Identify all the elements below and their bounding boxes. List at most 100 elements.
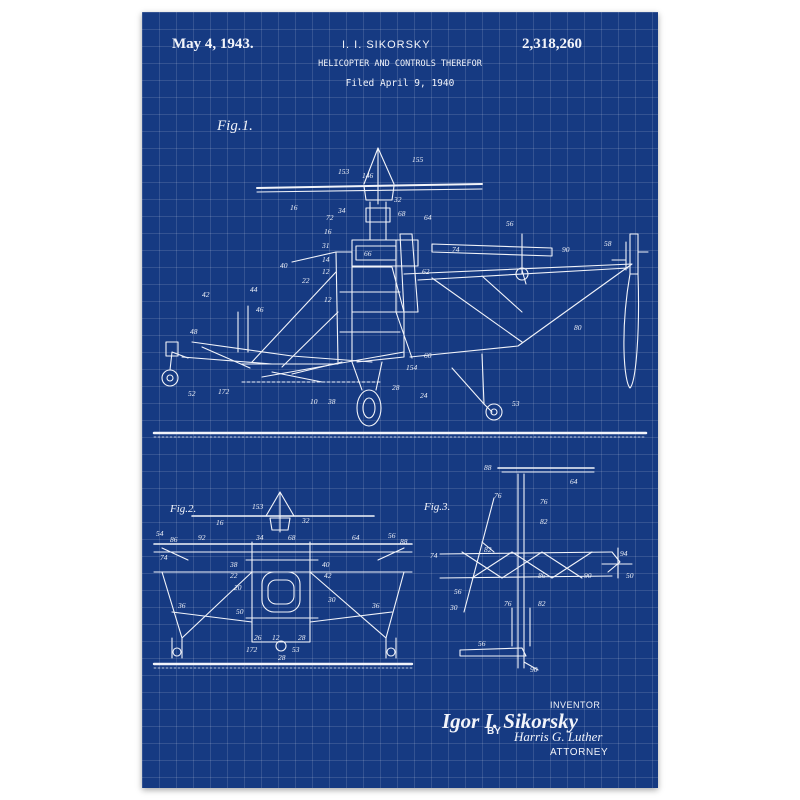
ref-numeral: 20 [234,583,242,592]
ref-numeral: 22 [230,571,238,580]
ref-numeral: 52 [188,389,196,398]
ref-numeral: 74 [452,245,460,254]
ref-numeral: 28 [278,653,286,662]
ref-numeral: 74 [430,551,438,560]
ref-numeral: 58 [604,239,612,248]
ref-numeral: 172 [218,387,230,396]
ref-numeral: 146 [362,171,374,180]
ref-numeral: 22 [302,276,310,285]
inventor-label: INVENTOR [550,700,601,710]
figure-1-reference-numerals: 155 153 146 32 16 34 68 64 72 56 90 58 7… [188,155,612,408]
fig-1-label: Fig.1. [216,118,253,134]
figure-3-detail-view: Fig.3. 88 64 76 76 82 [423,463,634,674]
ref-numeral: 42 [324,571,332,580]
patent-drawings: Fig.1. [152,118,649,674]
ref-numeral: 88 [484,463,492,472]
ref-numeral: 94 [620,549,628,558]
fig-3-label: Fig.3. [423,501,450,513]
ref-numeral: 68 [398,209,406,218]
ref-numeral: 56 [454,587,462,596]
ref-numeral: 40 [322,560,330,569]
ref-numeral: 44 [250,285,258,294]
ref-numeral: 90 [584,571,592,580]
ref-numeral: 50 [236,607,244,616]
patent-title: HELICOPTER AND CONTROLS THEREFOR [318,59,482,69]
ref-numeral: 62 [422,267,430,276]
ref-numeral: 16 [216,518,224,527]
ref-numeral: 172 [246,645,258,654]
ref-numeral: 82 [540,517,548,526]
by-label: BY [487,726,501,737]
figure-2-reference-numerals: 153 32 16 54 86 92 34 68 64 56 88 74 38 … [156,502,408,662]
patent-number: 2,318,260 [522,36,582,52]
ref-numeral: 12 [322,267,330,276]
ref-numeral: 32 [301,516,310,525]
ref-numeral: 34 [337,206,346,215]
ref-numeral: 56 [506,219,514,228]
ref-numeral: 90 [530,665,538,674]
inventor-signature: Igor I. Sikorsky [442,709,578,733]
ref-numeral: 38 [229,560,238,569]
ref-numeral: 50 [626,571,634,580]
ref-numeral: 12 [324,295,332,304]
fig-2-label: Fig.2. [169,503,196,515]
ref-numeral: 86 [170,535,178,544]
figure-2-front-view: Fig.2. [152,491,414,669]
ref-numeral: 16 [324,227,332,236]
ref-numeral: 76 [504,599,512,608]
ref-numeral: 34 [255,533,264,542]
ref-numeral: 82 [484,545,492,554]
ref-numeral: 38 [327,397,336,406]
ref-numeral: 153 [252,502,264,511]
ref-numeral: 28 [392,383,400,392]
ref-numeral: 86 [538,571,546,580]
ref-numeral: 16 [290,203,298,212]
ref-numeral: 64 [424,213,432,222]
ref-numeral: 48 [190,327,198,336]
ref-numeral: 154 [406,363,418,372]
ref-numeral: 64 [570,477,578,486]
ref-numeral: 74 [160,553,168,562]
ref-numeral: 53 [512,399,520,408]
ref-numeral: 64 [352,533,360,542]
ref-numeral: 46 [256,305,264,314]
ref-numeral: 56 [478,639,486,648]
ref-numeral: 88 [400,537,408,546]
ref-numeral: 68 [288,533,296,542]
ref-numeral: 30 [449,603,458,612]
ref-numeral: 66 [364,249,372,258]
ref-numeral: 12 [272,633,280,642]
ref-numeral: 53 [292,645,300,654]
ref-numeral: 60 [424,351,432,360]
ref-numeral: 24 [420,391,428,400]
ref-numeral: 30 [327,595,336,604]
ref-numeral: 90 [562,245,570,254]
ref-numeral: 54 [156,529,164,538]
figure-3-reference-numerals: 88 64 76 76 82 82 74 56 86 94 90 50 30 7… [430,463,634,674]
patent-date: May 4, 1943. [172,36,254,52]
ref-numeral: 72 [326,213,334,222]
ref-numeral: 10 [310,397,318,406]
ref-numeral: 56 [388,531,396,540]
inventor-name: I. I. SIKORSKY [342,39,431,51]
attorney-label: ATTORNEY [550,747,609,758]
ref-numeral: 14 [322,255,330,264]
filing-date: Filed April 9, 1940 [345,78,455,89]
ref-numeral: 36 [371,601,380,610]
ref-numeral: 36 [177,601,186,610]
ref-numeral: 31 [321,241,330,250]
ref-numeral: 92 [198,533,206,542]
ref-numeral: 40 [280,261,288,270]
ref-numeral: 42 [202,290,210,299]
ref-numeral: 153 [338,167,350,176]
blueprint-poster: May 4, 1943. I. I. SIKORSKY 2,318,260 HE… [142,12,658,788]
ref-numeral: 155 [412,155,424,164]
ref-numeral: 76 [494,491,502,500]
ref-numeral: 32 [393,195,402,204]
ref-numeral: 80 [574,323,582,332]
figure-1-side-view: Fig.1. [152,118,649,438]
ref-numeral: 82 [538,599,546,608]
attorney-signature: Harris G. Luther [514,729,603,744]
ref-numeral: 26 [254,633,262,642]
ref-numeral: 28 [298,633,306,642]
